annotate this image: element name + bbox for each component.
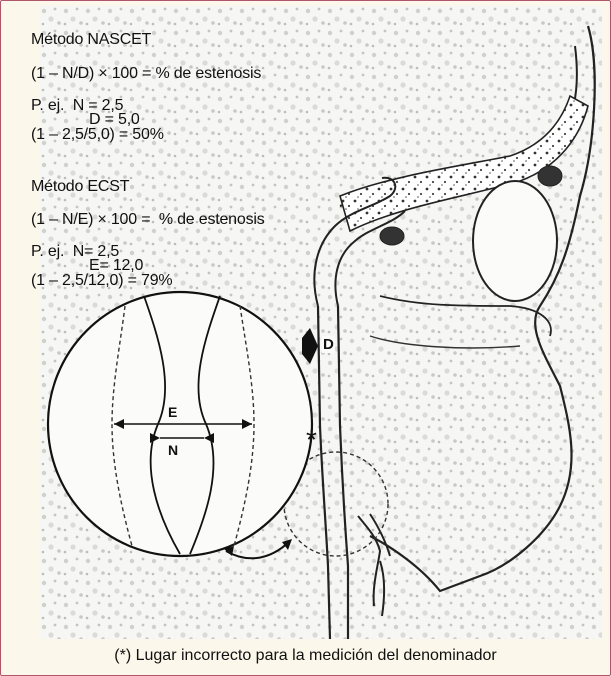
ecst-formula: (1 – N/E) × 100 = % de estenosis [31,211,265,229]
ecst-title: Método ECST [31,178,129,196]
figure-caption: (*) Lugar incorrecto para la medición de… [0,647,611,665]
ecst-example-line2: E= 12,0 [89,259,143,273]
diameter-n-label: N [168,442,178,458]
asterisk-marker: * [306,424,317,456]
diameter-d-label: D [322,336,335,353]
nascet-title: Método NASCET [31,31,151,49]
diameter-e-label: E [168,404,177,420]
nascet-example-line3: (1 – 2,5/5,0) = 50% [31,128,164,142]
nascet-example-line2: D = 5,0 [89,113,140,127]
ecst-example-line3: (1 – 2,5/12,0) = 79% [31,274,172,288]
anatomy-illustration: E N D * [40,6,602,639]
nascet-formula: (1 – N/D) × 100 = % de estenosis [31,65,261,83]
